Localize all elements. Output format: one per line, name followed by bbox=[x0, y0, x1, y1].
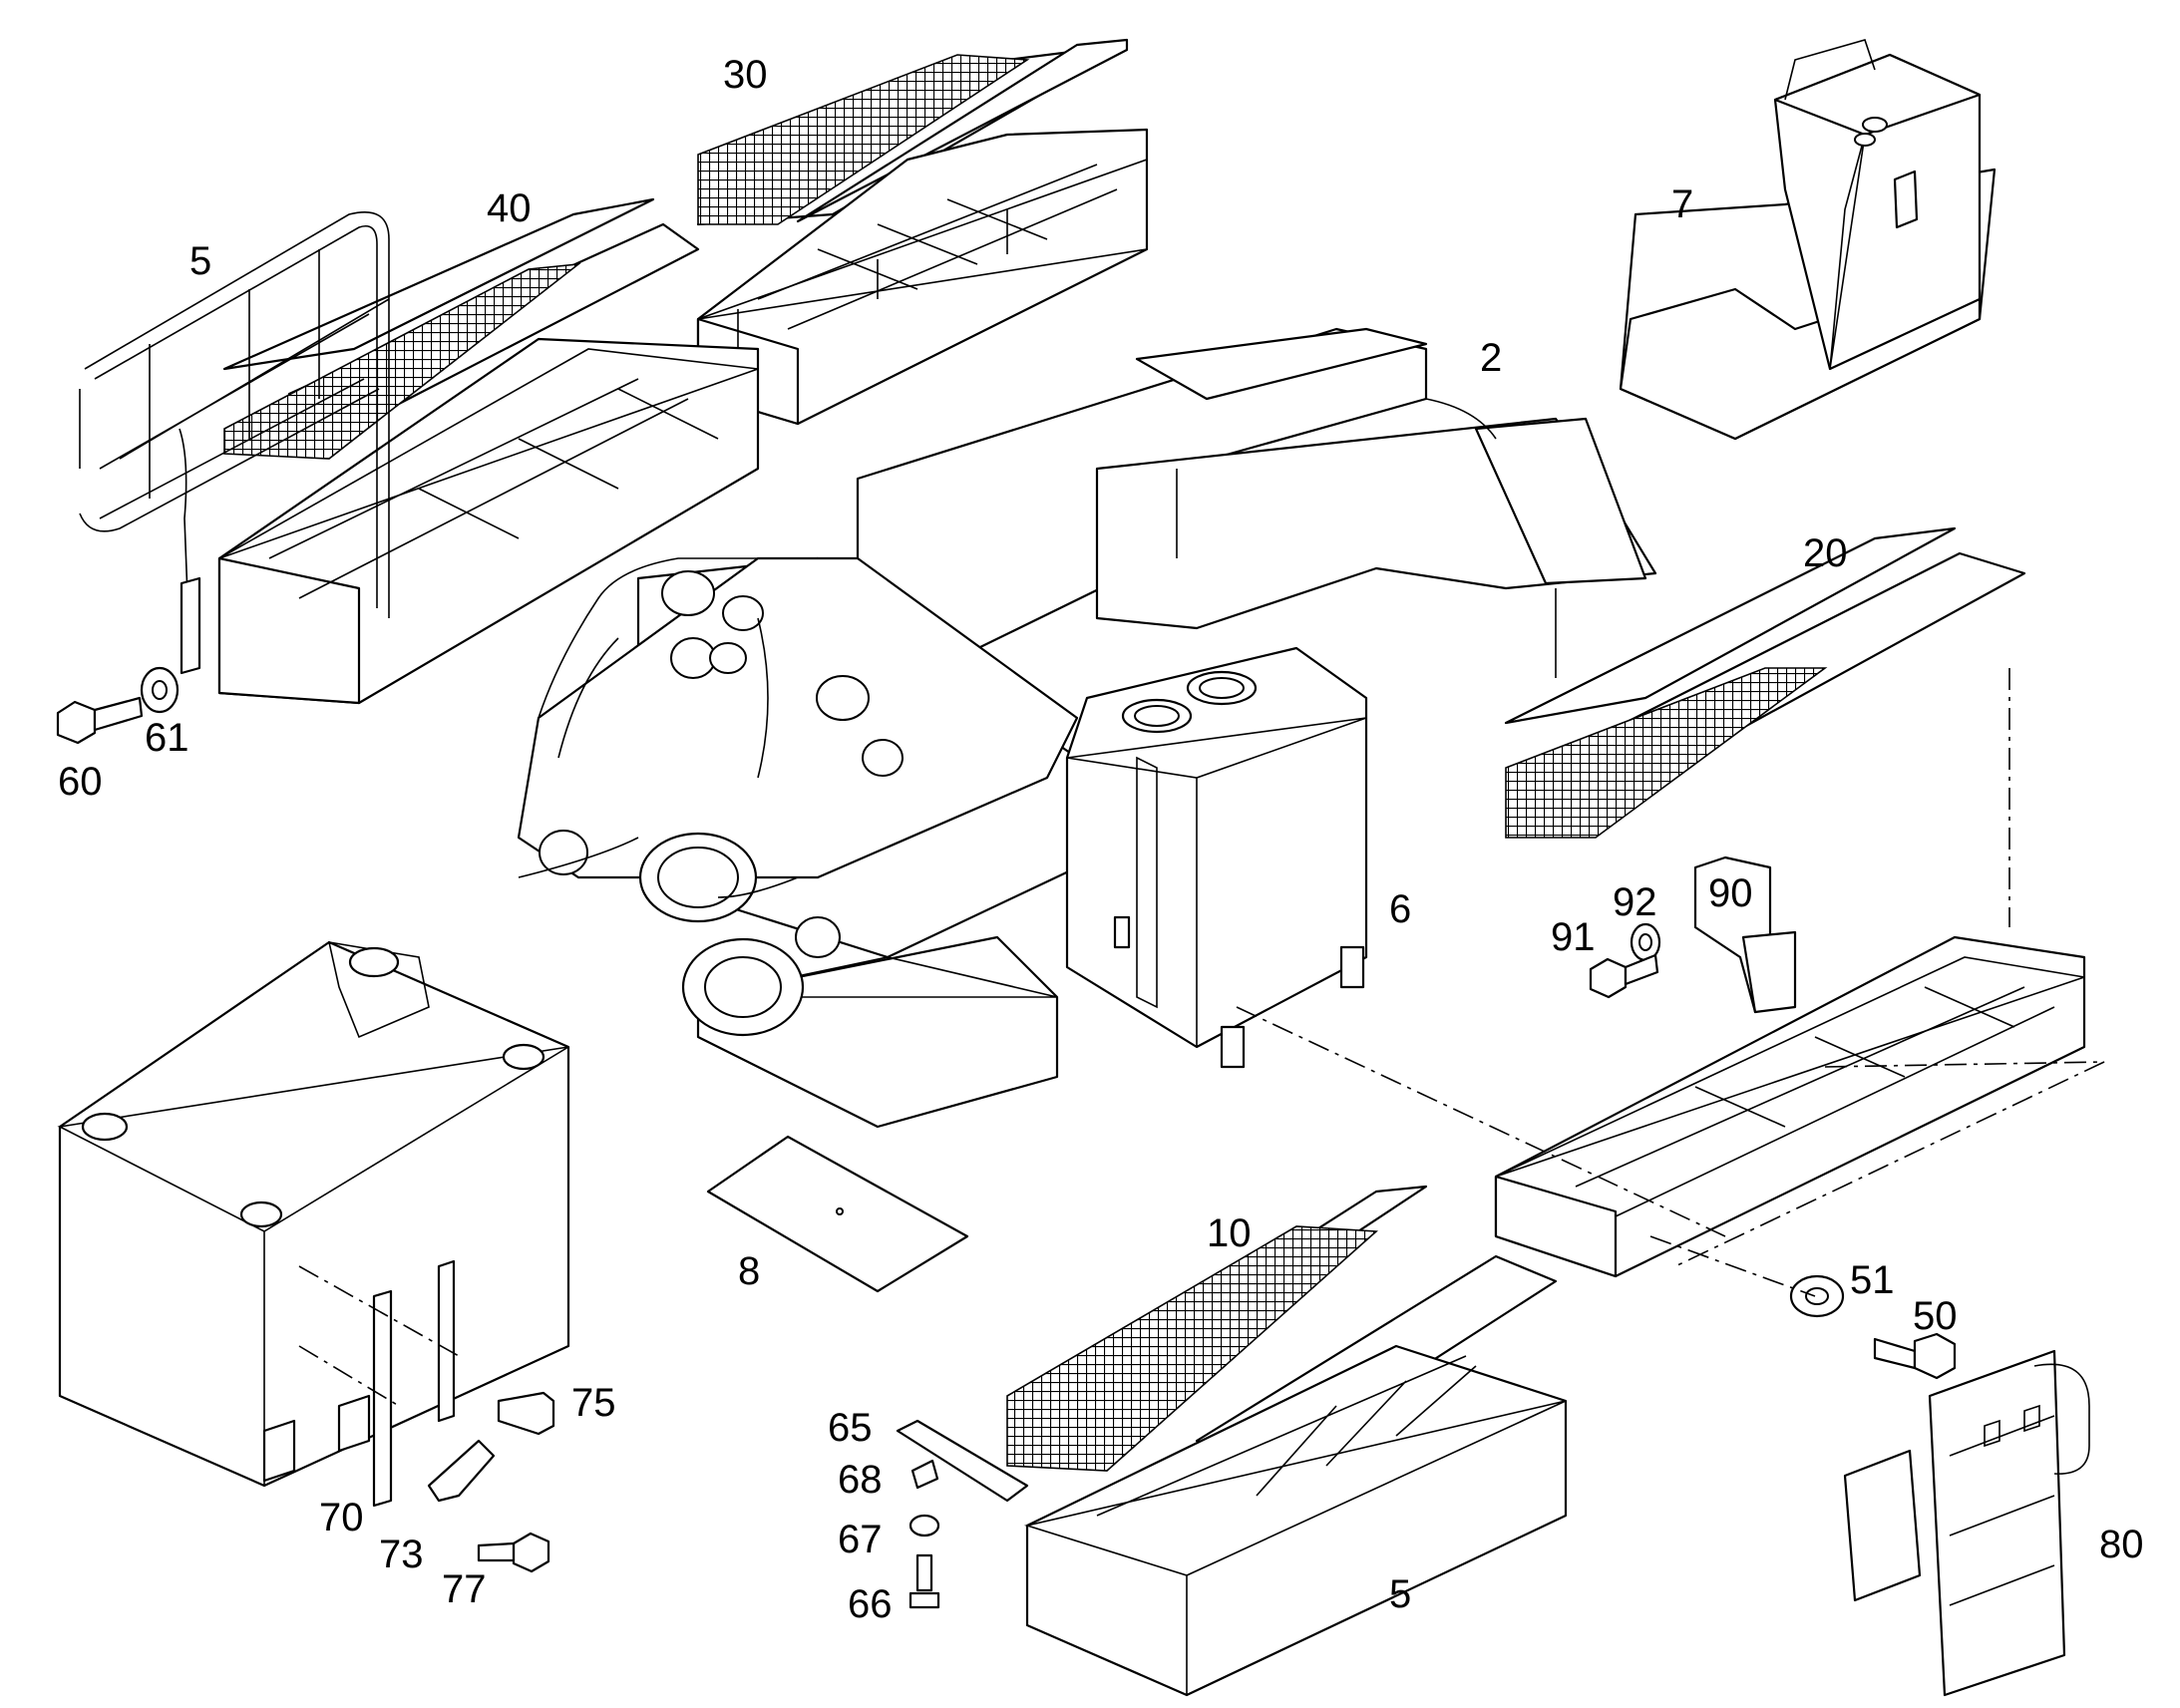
label-30: 30 bbox=[723, 53, 768, 97]
main-frame bbox=[517, 327, 1657, 1129]
label-70: 70 bbox=[319, 1496, 364, 1539]
walkway-left-assembly bbox=[217, 197, 760, 705]
label-65: 65 bbox=[828, 1406, 873, 1450]
label-73: 73 bbox=[379, 1533, 424, 1576]
alignment-lines bbox=[1236, 668, 2105, 1297]
bolt-60-assembly bbox=[56, 666, 180, 745]
bolt-50-assembly bbox=[1789, 1274, 1957, 1380]
label-61: 61 bbox=[145, 716, 189, 760]
cab-cover-assembly bbox=[1619, 39, 1997, 441]
ladder-80 bbox=[1843, 1349, 2090, 1697]
label-2: 2 bbox=[1480, 336, 1502, 380]
label-20: 20 bbox=[1803, 531, 1848, 575]
label-92: 92 bbox=[1613, 880, 1657, 924]
walkway-right-assembly bbox=[1494, 526, 2086, 1278]
label-91: 91 bbox=[1551, 915, 1596, 959]
label-6: 6 bbox=[1389, 887, 1411, 931]
label-90: 90 bbox=[1708, 871, 1753, 915]
hydraulic-tank bbox=[1065, 646, 1368, 1069]
plate-65-assembly bbox=[896, 1419, 1029, 1609]
label-67: 67 bbox=[838, 1518, 883, 1561]
label-80: 80 bbox=[2099, 1523, 2144, 1566]
label-68: 68 bbox=[838, 1458, 883, 1502]
label-60: 60 bbox=[58, 760, 103, 804]
label-75: 75 bbox=[571, 1381, 616, 1425]
label-40: 40 bbox=[487, 186, 532, 230]
label-77: 77 bbox=[442, 1567, 487, 1611]
walkway-top-assembly bbox=[696, 38, 1149, 426]
bar-and-clip-assembly bbox=[298, 1259, 555, 1573]
bracket-90-assembly bbox=[1589, 855, 1797, 1014]
label-51: 51 bbox=[1850, 1258, 1895, 1302]
label-5-top: 5 bbox=[189, 239, 211, 283]
plate-8 bbox=[706, 1135, 969, 1293]
label-8: 8 bbox=[738, 1249, 760, 1293]
label-7: 7 bbox=[1671, 182, 1693, 226]
railing-assembly bbox=[79, 210, 390, 675]
counterweight-box bbox=[57, 940, 570, 1488]
label-66: 66 bbox=[848, 1582, 893, 1626]
label-10: 10 bbox=[1207, 1211, 1252, 1255]
label-50: 50 bbox=[1913, 1294, 1958, 1338]
label-5-bottom: 5 bbox=[1389, 1572, 1411, 1616]
box-5-bottom bbox=[1023, 1344, 1568, 1697]
